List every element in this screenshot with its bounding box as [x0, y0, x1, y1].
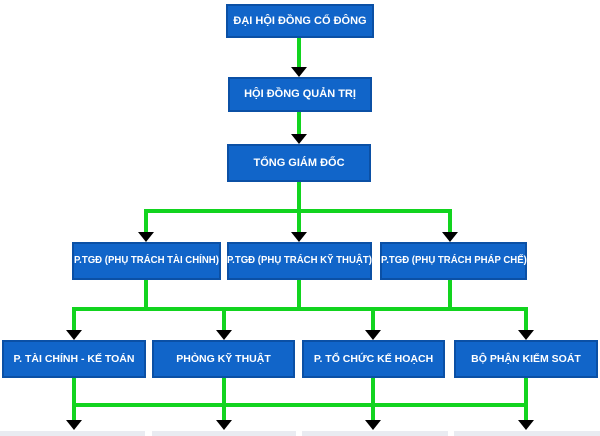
connector-line — [72, 403, 528, 407]
connector-line — [72, 307, 76, 333]
node-hoi-dong-quan-tri: HỘI ĐỒNG QUẢN TRỊ — [228, 77, 372, 112]
connector-line — [222, 307, 226, 333]
arrow-down-icon — [66, 420, 82, 430]
connector-line — [297, 280, 301, 311]
node-tai-chinh-ke-toan: P. TÀI CHÍNH - KẾ TOÁN — [2, 340, 146, 378]
connector-line — [524, 403, 528, 422]
arrow-down-icon — [216, 420, 232, 430]
arrow-down-icon — [66, 330, 82, 340]
node-label: HỘI ĐỒNG QUẢN TRỊ — [244, 88, 356, 100]
connector-line — [72, 378, 76, 407]
connector-line — [222, 378, 226, 407]
arrow-down-icon — [216, 330, 232, 340]
node-label: TỔNG GIÁM ĐỐC — [253, 156, 345, 169]
arrow-down-icon — [518, 330, 534, 340]
node-phong-ky-thuat: PHÒNG KỸ THUẬT — [152, 340, 295, 378]
arrow-down-icon — [291, 232, 307, 242]
cutoff-node-top — [302, 431, 448, 436]
connector-line — [297, 38, 301, 69]
connector-line — [524, 307, 528, 333]
cutoff-node-top — [152, 431, 296, 436]
connector-line — [371, 378, 375, 407]
node-dai-hoi-dong-co-dong: ĐẠI HỘI ĐỒNG CỔ ĐÔNG — [226, 4, 374, 38]
arrow-down-icon — [291, 67, 307, 77]
node-label: BỘ PHẬN KIỂM SOÁT — [471, 352, 581, 365]
connector-line — [72, 307, 528, 311]
node-ptgd-ky-thuat: P.TGĐ (PHỤ TRÁCH KỸ THUẬT) — [227, 242, 372, 280]
node-label: P.TGĐ (PHỤ TRÁCH TÀI CHÍNH) — [74, 255, 219, 266]
connector-line — [448, 209, 452, 234]
node-label: P. TÀI CHÍNH - KẾ TOÁN — [13, 352, 135, 365]
connector-line — [524, 378, 528, 407]
connector-line — [371, 403, 375, 422]
cutoff-node-top — [0, 431, 145, 436]
node-label: P.TGĐ (PHỤ TRÁCH PHÁP CHẾ) — [380, 255, 527, 266]
node-to-chuc-ke-hoach: P. TỔ CHỨC KẾ HOẠCH — [302, 340, 445, 378]
node-bo-phan-kiem-soat: BỘ PHẬN KIỂM SOÁT — [454, 340, 598, 378]
node-label: ĐẠI HỘI ĐỒNG CỔ ĐÔNG — [233, 14, 367, 27]
connector-line — [448, 280, 452, 311]
arrow-down-icon — [365, 420, 381, 430]
node-label: PHÒNG KỸ THUẬT — [176, 352, 271, 365]
connector-line — [144, 280, 148, 311]
arrow-down-icon — [442, 232, 458, 242]
connector-line — [297, 112, 301, 136]
arrow-down-icon — [518, 420, 534, 430]
node-label: P. TỔ CHỨC KẾ HOẠCH — [313, 352, 434, 365]
cutoff-node-top — [454, 431, 600, 436]
node-tong-giam-doc: TỔNG GIÁM ĐỐC — [227, 144, 371, 182]
node-label: P.TGĐ (PHỤ TRÁCH KỸ THUẬT) — [227, 255, 372, 266]
arrow-down-icon — [365, 330, 381, 340]
connector-line — [297, 209, 301, 234]
connector-line — [144, 209, 148, 234]
arrow-down-icon — [138, 232, 154, 242]
connector-line — [371, 307, 375, 333]
connector-line — [222, 403, 226, 422]
node-ptgd-phap-che: P.TGĐ (PHỤ TRÁCH PHÁP CHẾ) — [380, 242, 527, 280]
connector-line — [72, 403, 76, 422]
connector-line — [297, 182, 301, 211]
arrow-down-icon — [291, 134, 307, 144]
node-ptgd-tai-chinh: P.TGĐ (PHỤ TRÁCH TÀI CHÍNH) — [72, 242, 221, 280]
